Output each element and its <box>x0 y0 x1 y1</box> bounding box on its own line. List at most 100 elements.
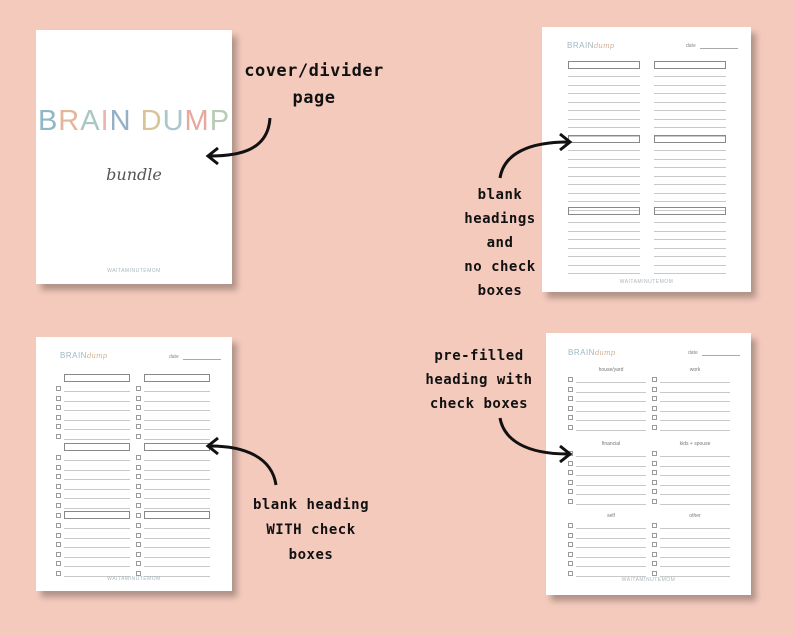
writing-line <box>576 556 646 558</box>
writing-line <box>576 465 646 467</box>
mini-title: BRAINdump <box>567 41 615 50</box>
writing-line <box>144 460 210 461</box>
writing-line <box>144 469 210 471</box>
writing-line <box>568 256 640 257</box>
writing-line <box>654 201 726 202</box>
date-field: date <box>688 350 740 356</box>
checkbox <box>56 386 61 391</box>
writing-line <box>64 576 130 577</box>
writing-line <box>64 556 130 558</box>
checkbox <box>56 483 61 489</box>
checkbox <box>568 489 573 495</box>
writing-line <box>654 84 726 86</box>
writing-line <box>576 576 646 577</box>
checkbox <box>56 395 61 401</box>
checkbox <box>652 571 657 576</box>
writing-line <box>568 135 640 137</box>
writing-line <box>568 84 640 86</box>
checkbox <box>136 395 141 401</box>
writing-line <box>576 537 646 539</box>
writing-line <box>654 127 726 128</box>
heading-box <box>64 443 130 451</box>
annotation-blank-with-check: blank heading WITH check boxes <box>252 497 370 563</box>
mini-title: BRAINdump <box>60 351 108 360</box>
checkbox <box>56 414 61 420</box>
checkbox <box>56 532 61 538</box>
writing-line <box>144 528 210 529</box>
writing-line <box>568 76 640 77</box>
checkbox <box>56 542 61 548</box>
writing-line <box>568 127 640 128</box>
writing-line <box>654 184 726 185</box>
writing-line <box>654 247 726 249</box>
writing-line <box>64 429 130 431</box>
checkbox <box>56 512 61 518</box>
checkbox <box>568 542 573 548</box>
writing-line <box>654 76 726 77</box>
writing-line <box>568 230 640 232</box>
writing-line <box>568 175 640 177</box>
writing-line <box>654 135 726 137</box>
writing-line <box>144 488 210 490</box>
writing-line <box>660 420 730 422</box>
writing-line <box>576 475 646 477</box>
cover-title-brain: BRAIN <box>37 105 132 137</box>
writing-line <box>660 465 730 467</box>
checkbox <box>136 571 141 576</box>
checkbox <box>136 561 141 567</box>
page-blank-with-check: BRAINdump date WAITAMINUTEMOM <box>36 337 232 591</box>
writing-line <box>654 273 726 274</box>
writing-line <box>660 537 730 539</box>
category-heading: other <box>689 513 701 519</box>
checkbox <box>136 542 141 548</box>
checkbox <box>568 377 573 382</box>
writing-line <box>144 498 210 500</box>
heading-box <box>64 374 130 382</box>
writing-line <box>576 456 646 457</box>
writing-line <box>568 167 640 168</box>
writing-line <box>568 101 640 103</box>
checkbox <box>136 474 141 480</box>
writing-line <box>568 273 640 274</box>
writing-line <box>576 430 646 431</box>
writing-line <box>568 201 640 202</box>
writing-line <box>660 494 730 496</box>
category-heading: self <box>607 513 615 519</box>
writing-line <box>64 469 130 471</box>
writing-line <box>660 401 730 403</box>
writing-line <box>576 401 646 403</box>
writing-line <box>144 419 210 421</box>
checkbox <box>652 451 657 456</box>
heading-box <box>654 135 726 143</box>
checkbox <box>56 434 61 439</box>
heading-box <box>654 207 726 215</box>
writing-line <box>654 264 726 266</box>
checkbox <box>652 523 657 528</box>
writing-line <box>654 167 726 168</box>
writing-line <box>654 93 726 94</box>
checkbox <box>136 455 141 460</box>
checkbox <box>136 483 141 489</box>
checkbox <box>568 479 573 485</box>
arrow-cover <box>205 117 272 166</box>
writing-line <box>144 479 210 481</box>
checkbox <box>652 479 657 485</box>
mini-title: BRAINdump <box>568 348 616 357</box>
heading-box <box>64 511 130 519</box>
page-footer: WAITAMINUTEMOM <box>107 576 161 582</box>
writing-line <box>144 547 210 549</box>
writing-line <box>64 498 130 500</box>
checkbox <box>136 434 141 439</box>
checkbox <box>568 386 573 392</box>
writing-line <box>576 566 646 568</box>
writing-line <box>654 239 726 240</box>
checkbox <box>652 405 657 411</box>
writing-line <box>660 547 730 549</box>
heading-box <box>568 61 640 69</box>
checkbox <box>652 386 657 392</box>
writing-line <box>64 528 130 529</box>
writing-line <box>64 566 130 568</box>
